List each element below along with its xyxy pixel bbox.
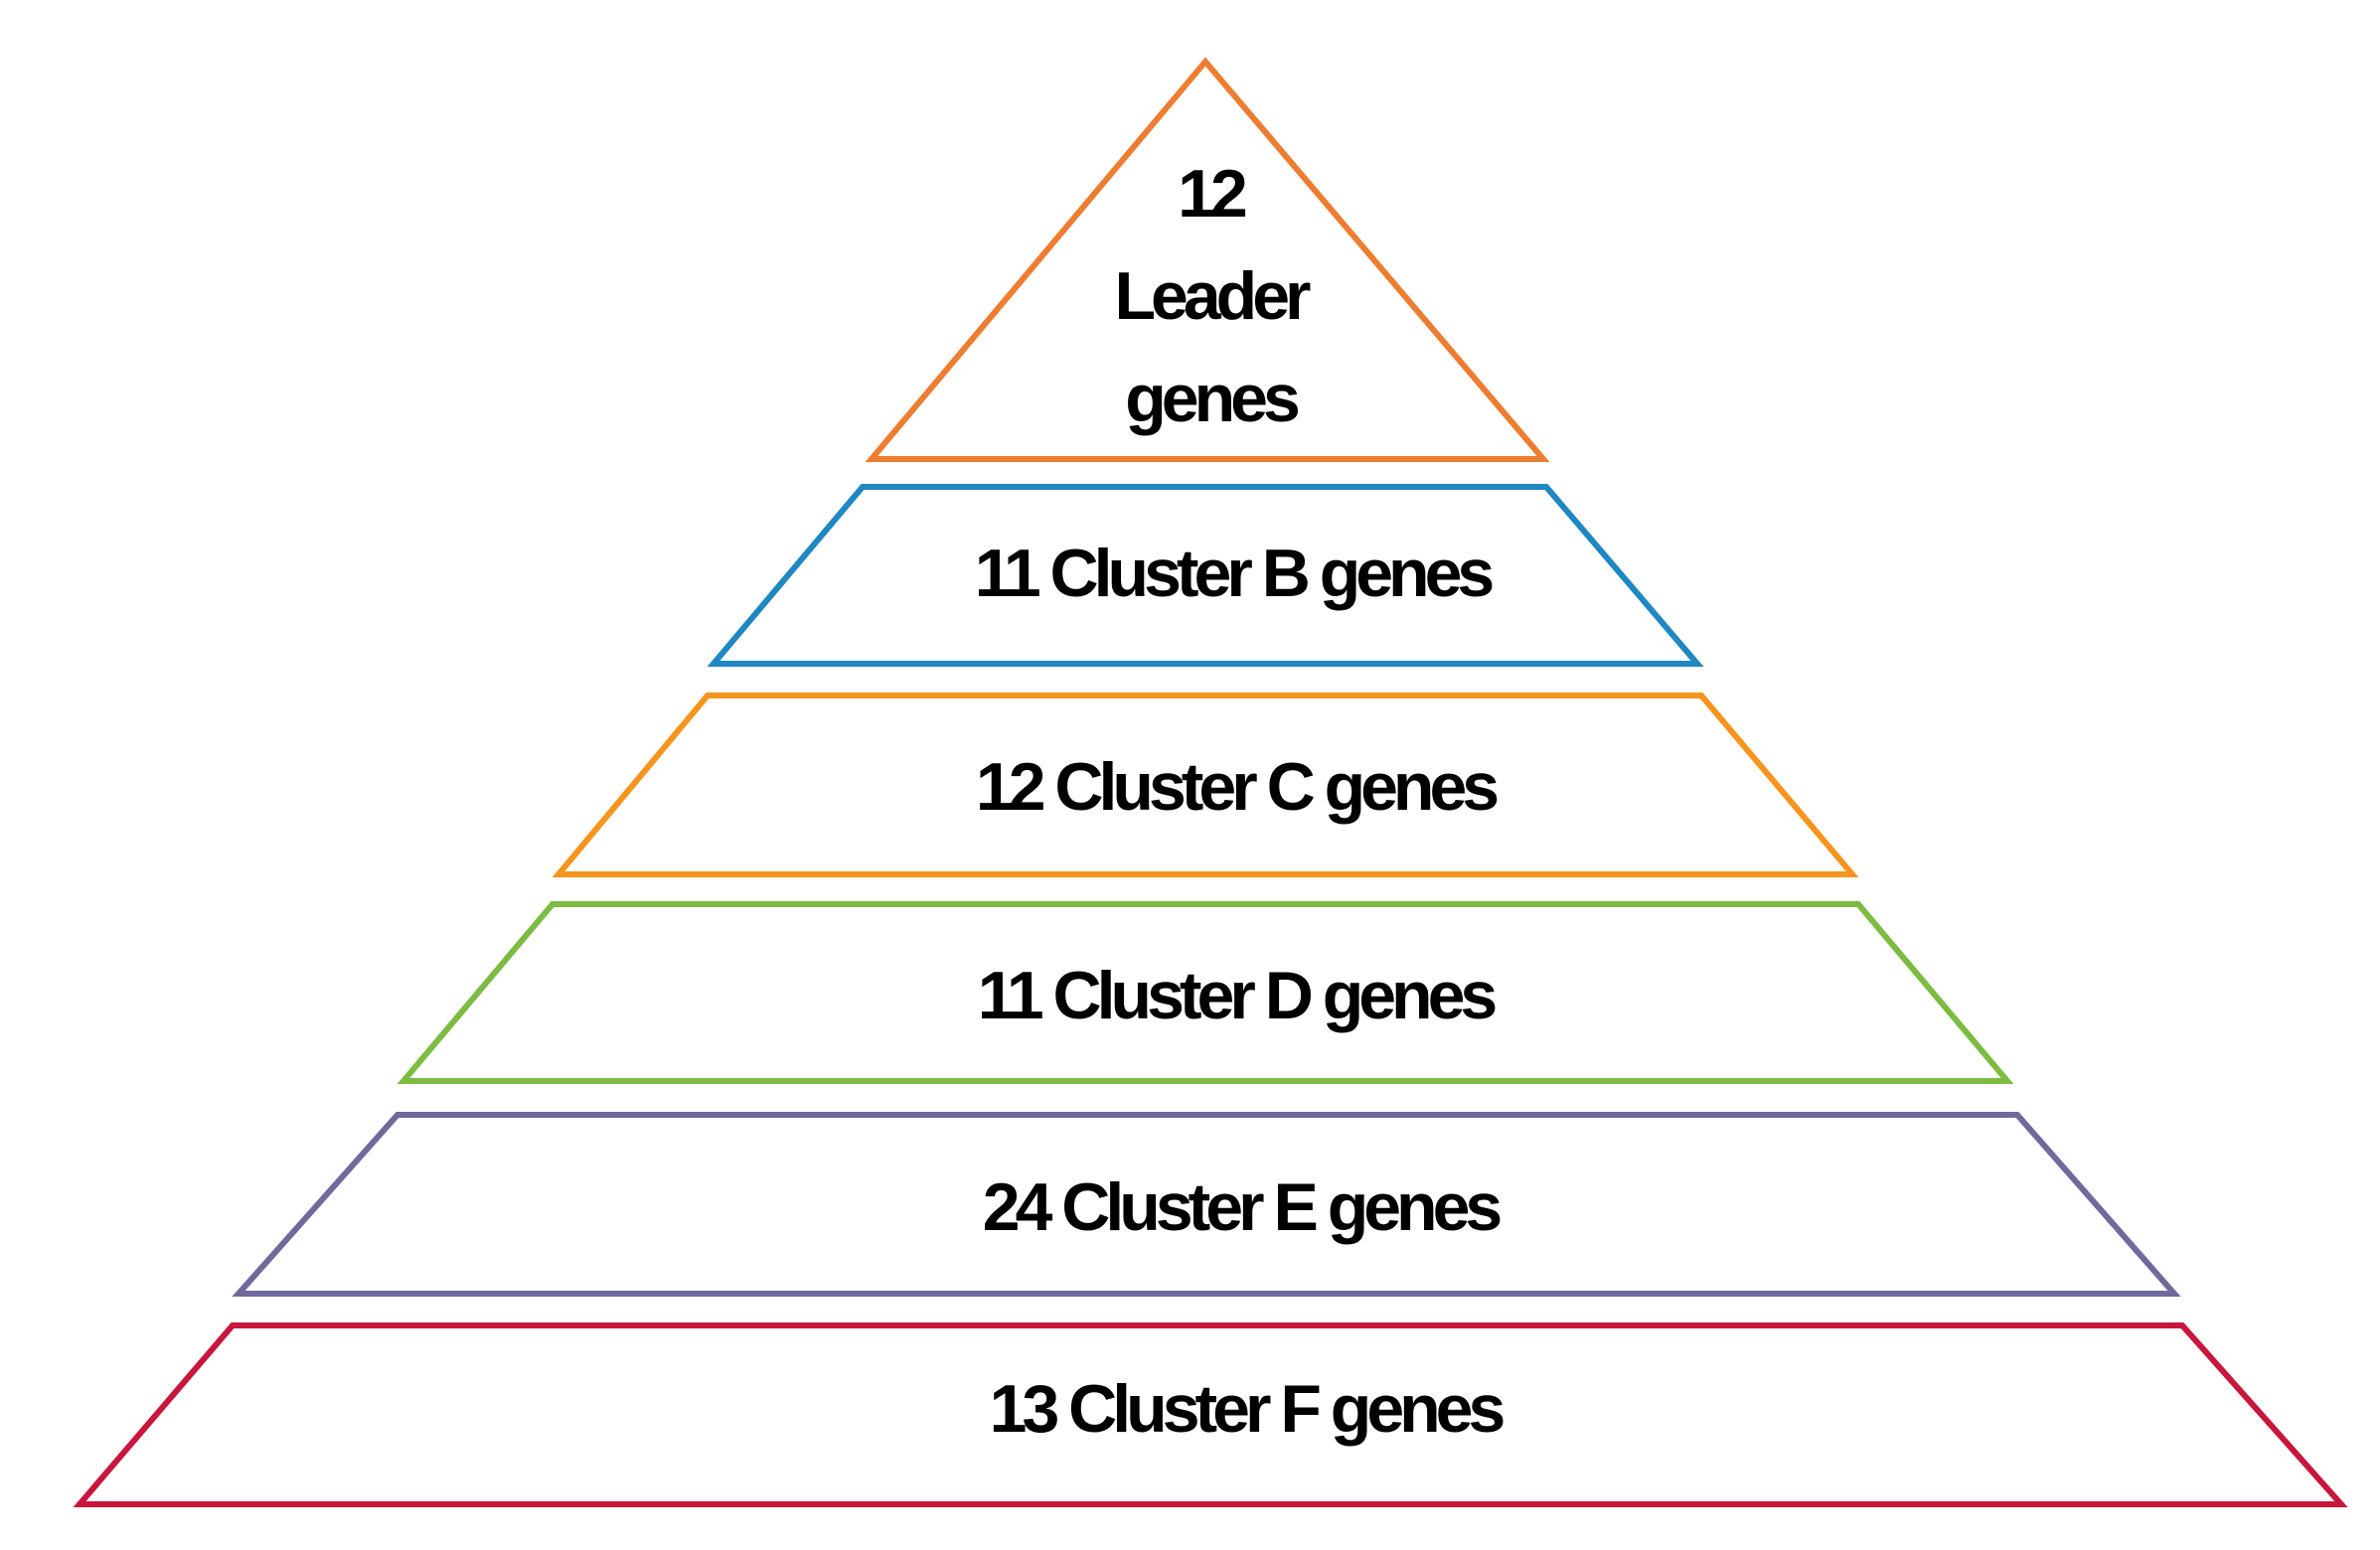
tier-cluster-e-label: 24 Cluster E genes [983, 1169, 1502, 1245]
tier-cluster-c-shape [552, 693, 1859, 877]
tier-cluster-b-label: 11 Cluster B genes [975, 536, 1494, 611]
tier-cluster-d: 11 Cluster D genes [397, 901, 2014, 1084]
tier-cluster-b-shape [707, 484, 1704, 667]
tier-cluster-b: 11 Cluster B genes [707, 484, 1704, 667]
tier-leader-label-line-2: Leader [1115, 258, 1312, 334]
tier-leader-label-line-3: genes [1125, 361, 1299, 436]
tier-cluster-c: 12 Cluster C genes [552, 693, 1859, 877]
tier-cluster-f-label: 13 Cluster F genes [990, 1371, 1505, 1447]
tier-leader-shape [865, 57, 1550, 462]
tier-cluster-d-label: 11 Cluster D genes [978, 958, 1497, 1033]
tier-cluster-c-label: 12 Cluster C genes [976, 749, 1498, 825]
tier-leader-label-line-1: 12 [1178, 156, 1246, 232]
tier-cluster-e: 24 Cluster E genes [232, 1112, 2181, 1297]
tier-cluster-e-shape [232, 1112, 2181, 1297]
tier-leader-genes: 12 Leader genes [865, 57, 1550, 462]
tier-cluster-d-shape [397, 901, 2014, 1084]
tier-cluster-f: 13 Cluster F genes [73, 1322, 2348, 1507]
tier-cluster-f-shape [73, 1322, 2348, 1507]
